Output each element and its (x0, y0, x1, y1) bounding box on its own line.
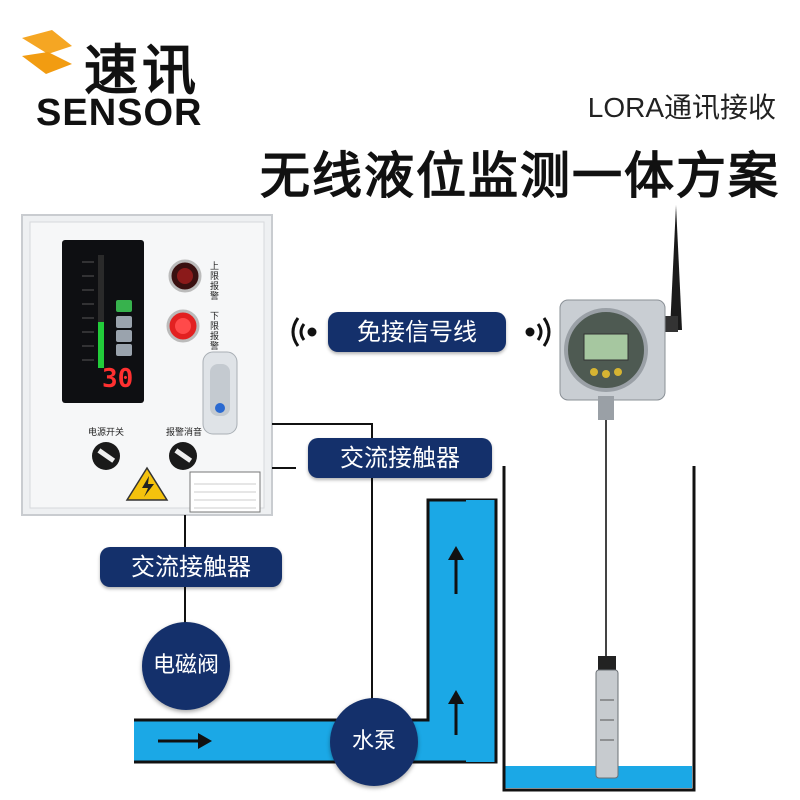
signal-waves-right-icon (525, 317, 551, 347)
page-title: 无线液位监测一体方案 (260, 147, 780, 205)
brand-name-cn: 速讯 (84, 39, 200, 102)
lower-alarm-label: 下限报警 (210, 312, 220, 352)
page-subtitle: LORA通讯接收 (587, 92, 776, 123)
brand-name-en: SENSOR (36, 92, 203, 134)
wireless-transmitter (559, 205, 682, 656)
contactor-label-right: 交流接触器 (308, 438, 492, 478)
flow-arrows (158, 546, 464, 749)
wireless-label: 免接信号线 (328, 312, 506, 352)
alarm-mute-label: 报警消音 (166, 428, 203, 438)
display-value: 30 (102, 364, 134, 394)
level-probe-icon (595, 656, 619, 779)
level-bar (98, 322, 104, 368)
antenna-icon (670, 205, 682, 330)
signal-waves-left-icon (291, 317, 317, 347)
upper-alarm-label: 上限报警 (210, 262, 220, 302)
control-box (21, 214, 273, 516)
brand-logo-icon (22, 30, 72, 74)
power-switch-label: 电源开关 (88, 428, 125, 438)
contactor-label-left: 交流接触器 (100, 547, 282, 587)
solenoid-valve-label: 电磁阀 (142, 622, 230, 710)
water-pump-label: 水泵 (330, 698, 418, 786)
